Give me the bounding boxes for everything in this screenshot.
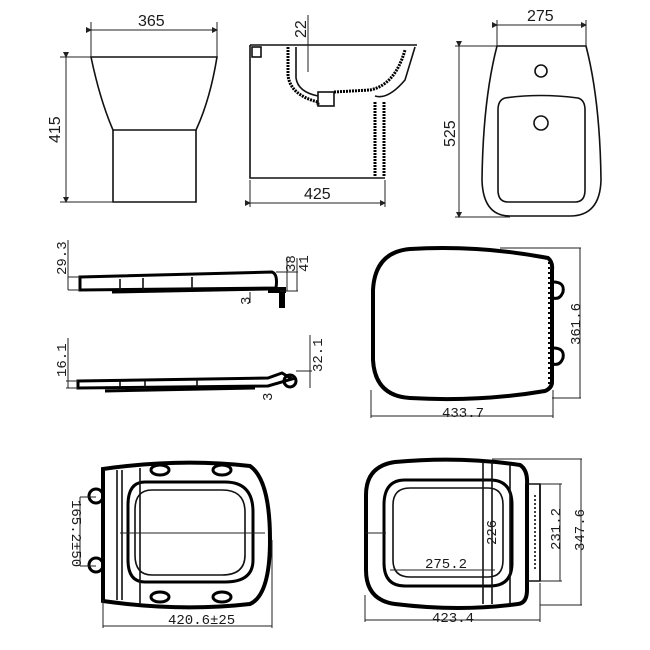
bidet-top-view — [455, 20, 602, 218]
seat-underside-view — [79, 460, 273, 628]
bidet-section-depth-label: 425 — [304, 186, 331, 203]
seat-lid-length-label: 433.7 — [442, 406, 484, 422]
seat-lid-top-view — [370, 246, 581, 418]
bidet-front-width-label: 365 — [138, 13, 165, 30]
seat-lid-width-label: 361.6 — [569, 303, 585, 345]
bidet-section-rim-label: 22 — [293, 20, 310, 38]
seat-closed-height-label: 29.3 — [55, 241, 71, 275]
seat-closed-hinge-label-a: 38 — [284, 255, 300, 272]
seat-underside-hinge-spacing-label: 165.2±50 — [67, 500, 83, 567]
seat-ring-width-label: 347.6 — [573, 509, 589, 551]
seat-open-gap-label: 3 — [261, 393, 277, 401]
seat-closed-gap-label: 3 — [239, 297, 255, 305]
seat-ring-inner-height-label: 226 — [485, 520, 501, 545]
seat-ring-inner-width-label: 275.2 — [425, 557, 467, 573]
bidet-front-height-label: 415 — [47, 116, 64, 143]
seat-open-height-label: 16.1 — [55, 343, 71, 377]
seat-ring-hinge-bar-label: 231.2 — [549, 508, 565, 550]
seat-closed-hinge-label-b: 41 — [297, 255, 313, 272]
seat-ring-length-label: 423.4 — [432, 611, 474, 627]
bidet-front-view — [60, 22, 218, 203]
seat-open-hinge-label: 32.1 — [311, 338, 327, 372]
bidet-top-length-label: 525 — [442, 120, 459, 147]
bidet-top-width-label: 275 — [527, 8, 554, 25]
seat-side-open-view — [66, 335, 312, 393]
seat-side-closed-view — [67, 240, 298, 308]
bidet-section-view — [245, 15, 417, 207]
seat-ring-top-view — [364, 457, 582, 622]
seat-underside-length-label: 420.6±25 — [168, 613, 235, 629]
